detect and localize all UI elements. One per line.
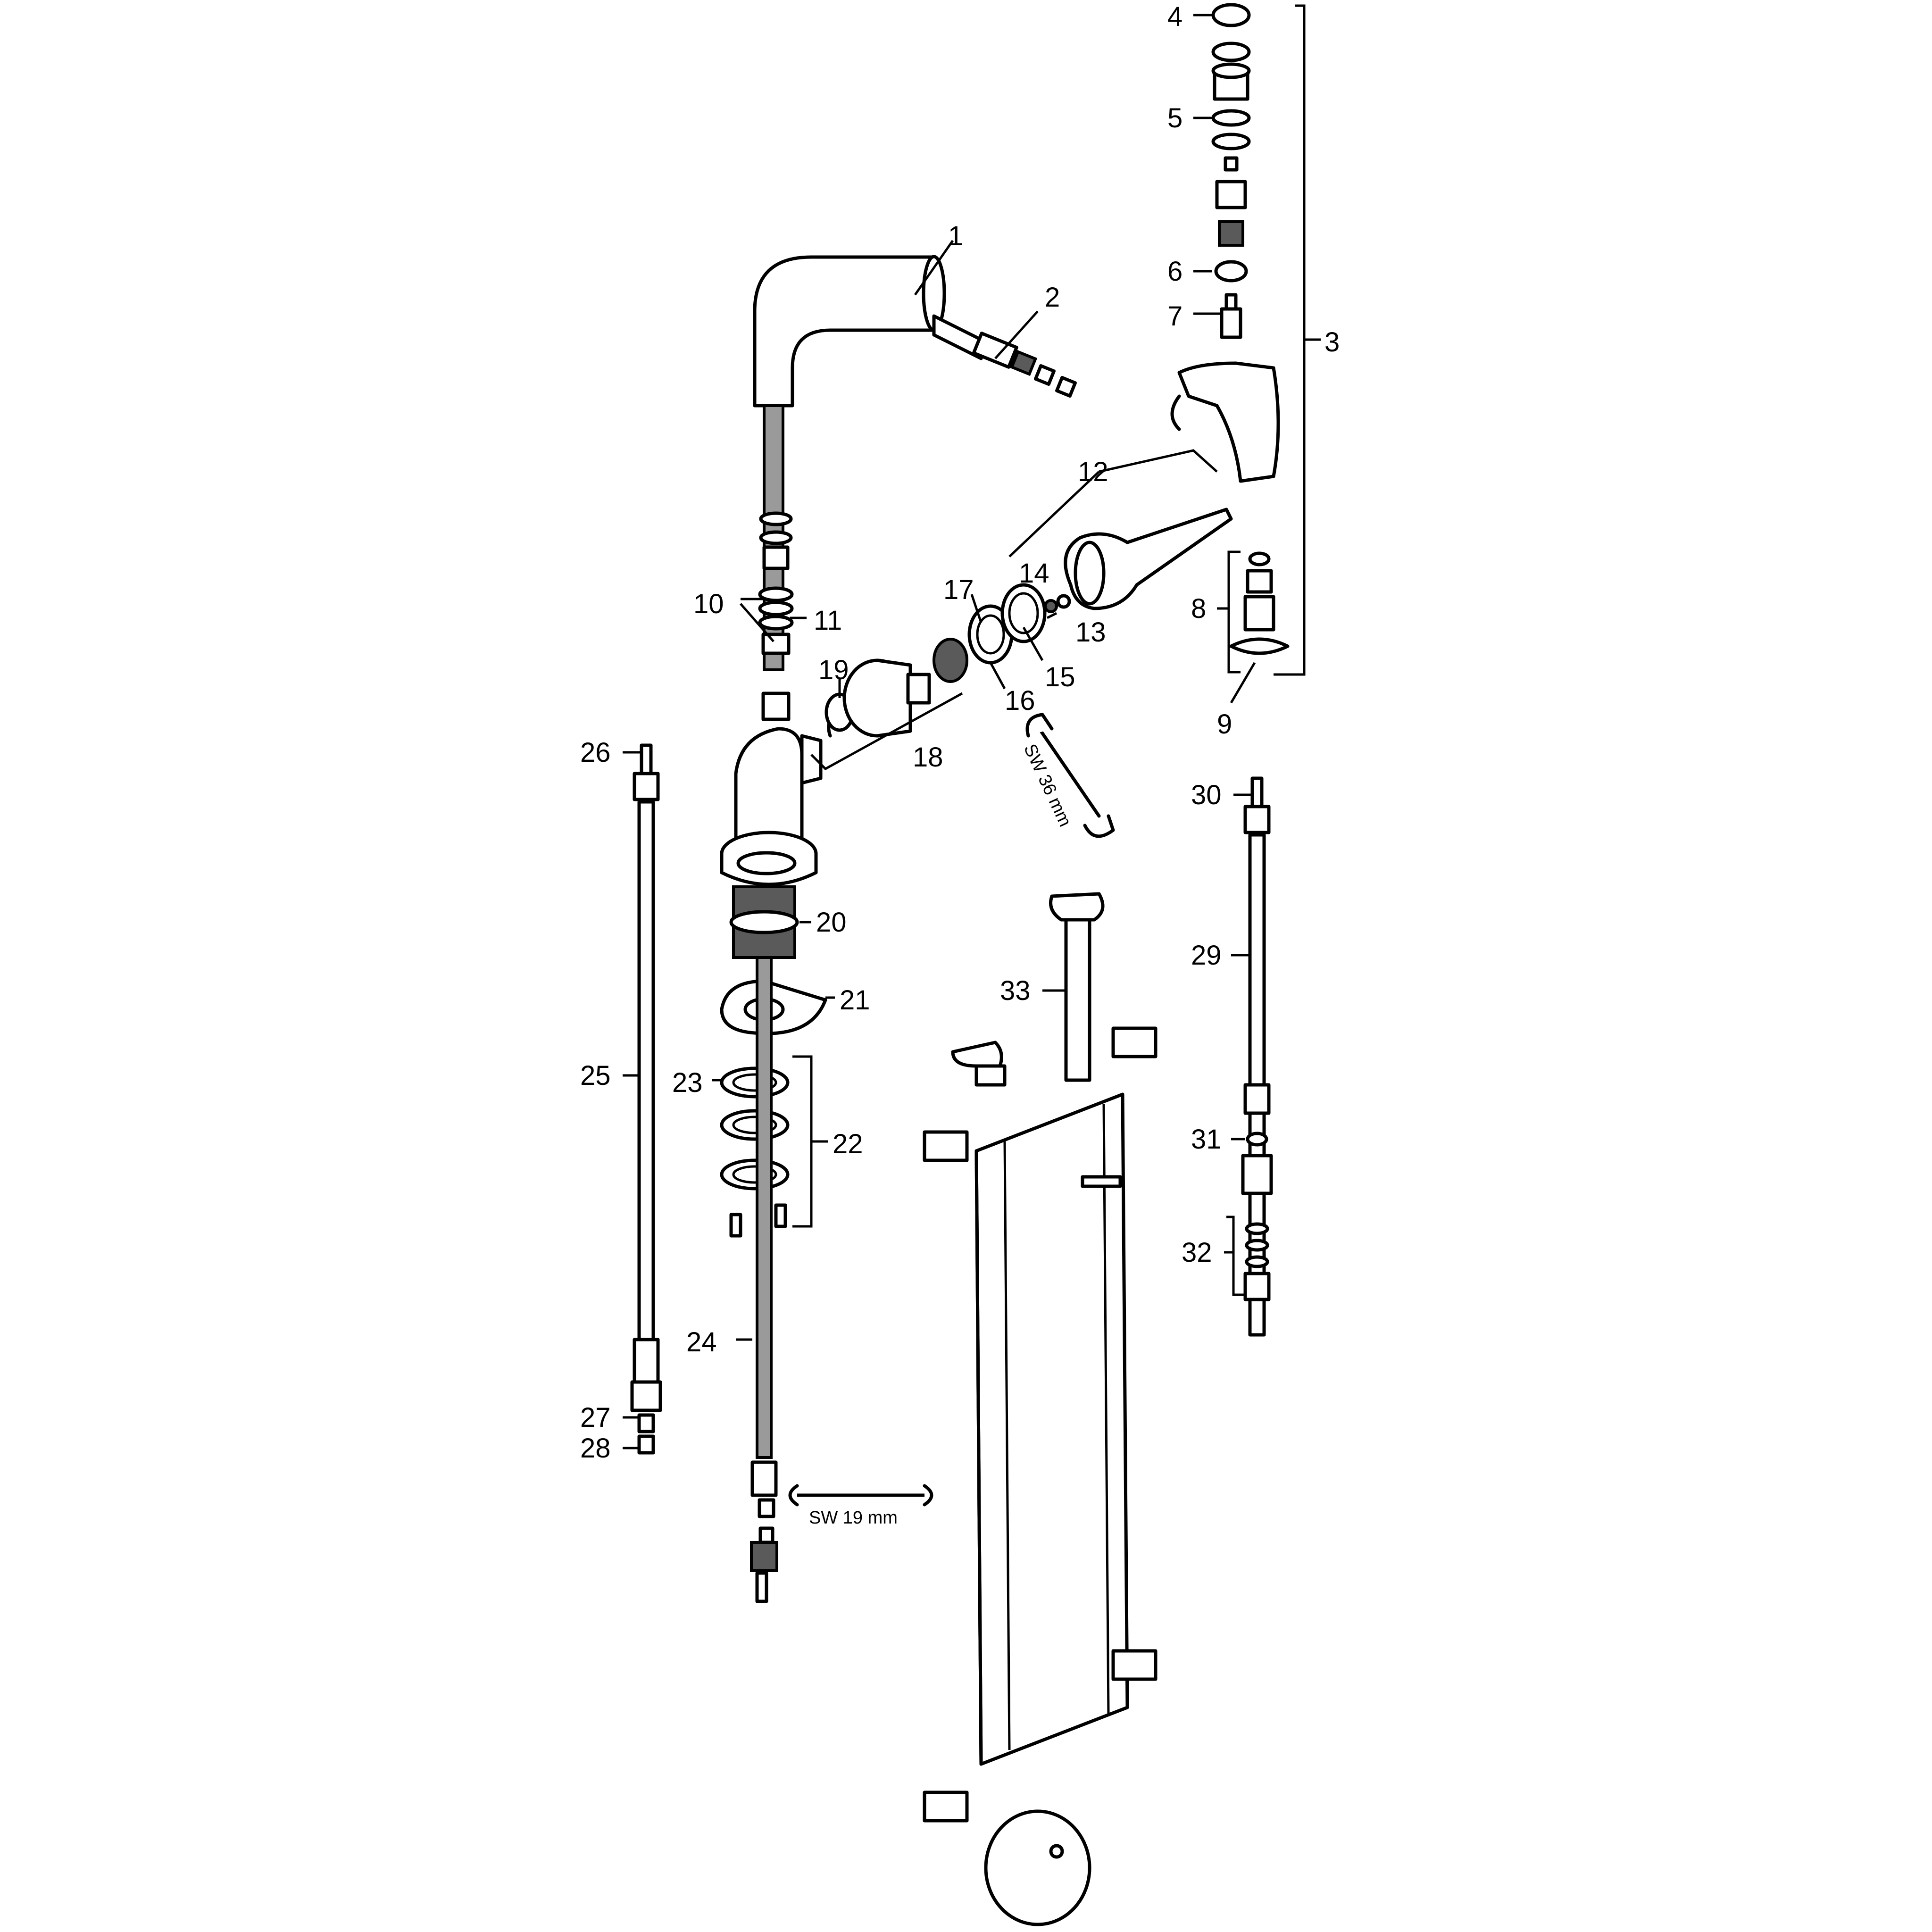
label-3: 3 [1324, 327, 1340, 358]
label-13: 13 [1075, 617, 1106, 648]
wrench-19mm-label: SW 19 mm [809, 1508, 898, 1528]
threaded-shank [729, 885, 799, 959]
hose-left [630, 743, 662, 1455]
label-6: 6 [1167, 256, 1183, 287]
label-7: 7 [1167, 301, 1183, 332]
label-12: 12 [1078, 457, 1108, 487]
mounting-rod [750, 956, 778, 1603]
label-33: 33 [1000, 975, 1031, 1006]
bonnet-rings [967, 583, 1071, 665]
faucet-body [720, 727, 823, 886]
leader-lines [623, 4, 1321, 1449]
label-25: 25 [580, 1060, 611, 1091]
diverter-parts [1229, 551, 1290, 655]
wrench-36mm-label: SW 36 mm [1020, 741, 1075, 830]
cover-disc [984, 1809, 1091, 1926]
label-8: 8 [1191, 593, 1206, 624]
label-31: 31 [1191, 1124, 1222, 1155]
shaft-rings [758, 511, 794, 721]
label-9: 9 [1217, 709, 1232, 740]
hose-connector-part [932, 314, 1077, 398]
wrench-19mm [788, 1484, 933, 1507]
label-11: 11 [814, 605, 842, 636]
cartridge-assembly [824, 638, 968, 738]
label-10: 10 [693, 589, 724, 619]
label-20: 20 [816, 907, 847, 938]
label-29: 29 [1191, 940, 1222, 971]
label-27: 27 [580, 1402, 611, 1433]
label-26: 26 [580, 737, 611, 768]
lever-handle [1064, 508, 1233, 610]
hose-right [1241, 776, 1273, 1337]
label-5: 5 [1167, 103, 1183, 133]
label-23: 23 [672, 1067, 703, 1098]
label-16: 16 [1005, 685, 1035, 716]
angle-valves [923, 1026, 1158, 1823]
label-14: 14 [1019, 558, 1049, 589]
label-2: 2 [1045, 282, 1060, 313]
spray-head-parts [1170, 3, 1280, 483]
label-32: 32 [1182, 1237, 1212, 1268]
label-4: 4 [1167, 1, 1183, 32]
label-19: 19 [818, 655, 849, 685]
part-number-labels: 1 2 3 4 5 6 7 8 9 10 11 12 13 14 15 16 1… [580, 1, 1340, 1464]
label-17: 17 [943, 575, 974, 605]
label-30: 30 [1191, 780, 1222, 810]
wrench-36mm [1025, 713, 1115, 838]
horseshoe-washer [720, 979, 827, 1035]
mounting-profile [974, 1092, 1129, 1766]
label-21: 21 [840, 985, 870, 1016]
support-bracket [951, 892, 1105, 1087]
label-22: 22 [833, 1129, 863, 1159]
label-15: 15 [1045, 662, 1075, 692]
label-28: 28 [580, 1433, 611, 1464]
label-1: 1 [948, 221, 963, 251]
washer-set [720, 1066, 790, 1238]
label-18: 18 [913, 742, 943, 773]
label-24: 24 [686, 1327, 717, 1357]
